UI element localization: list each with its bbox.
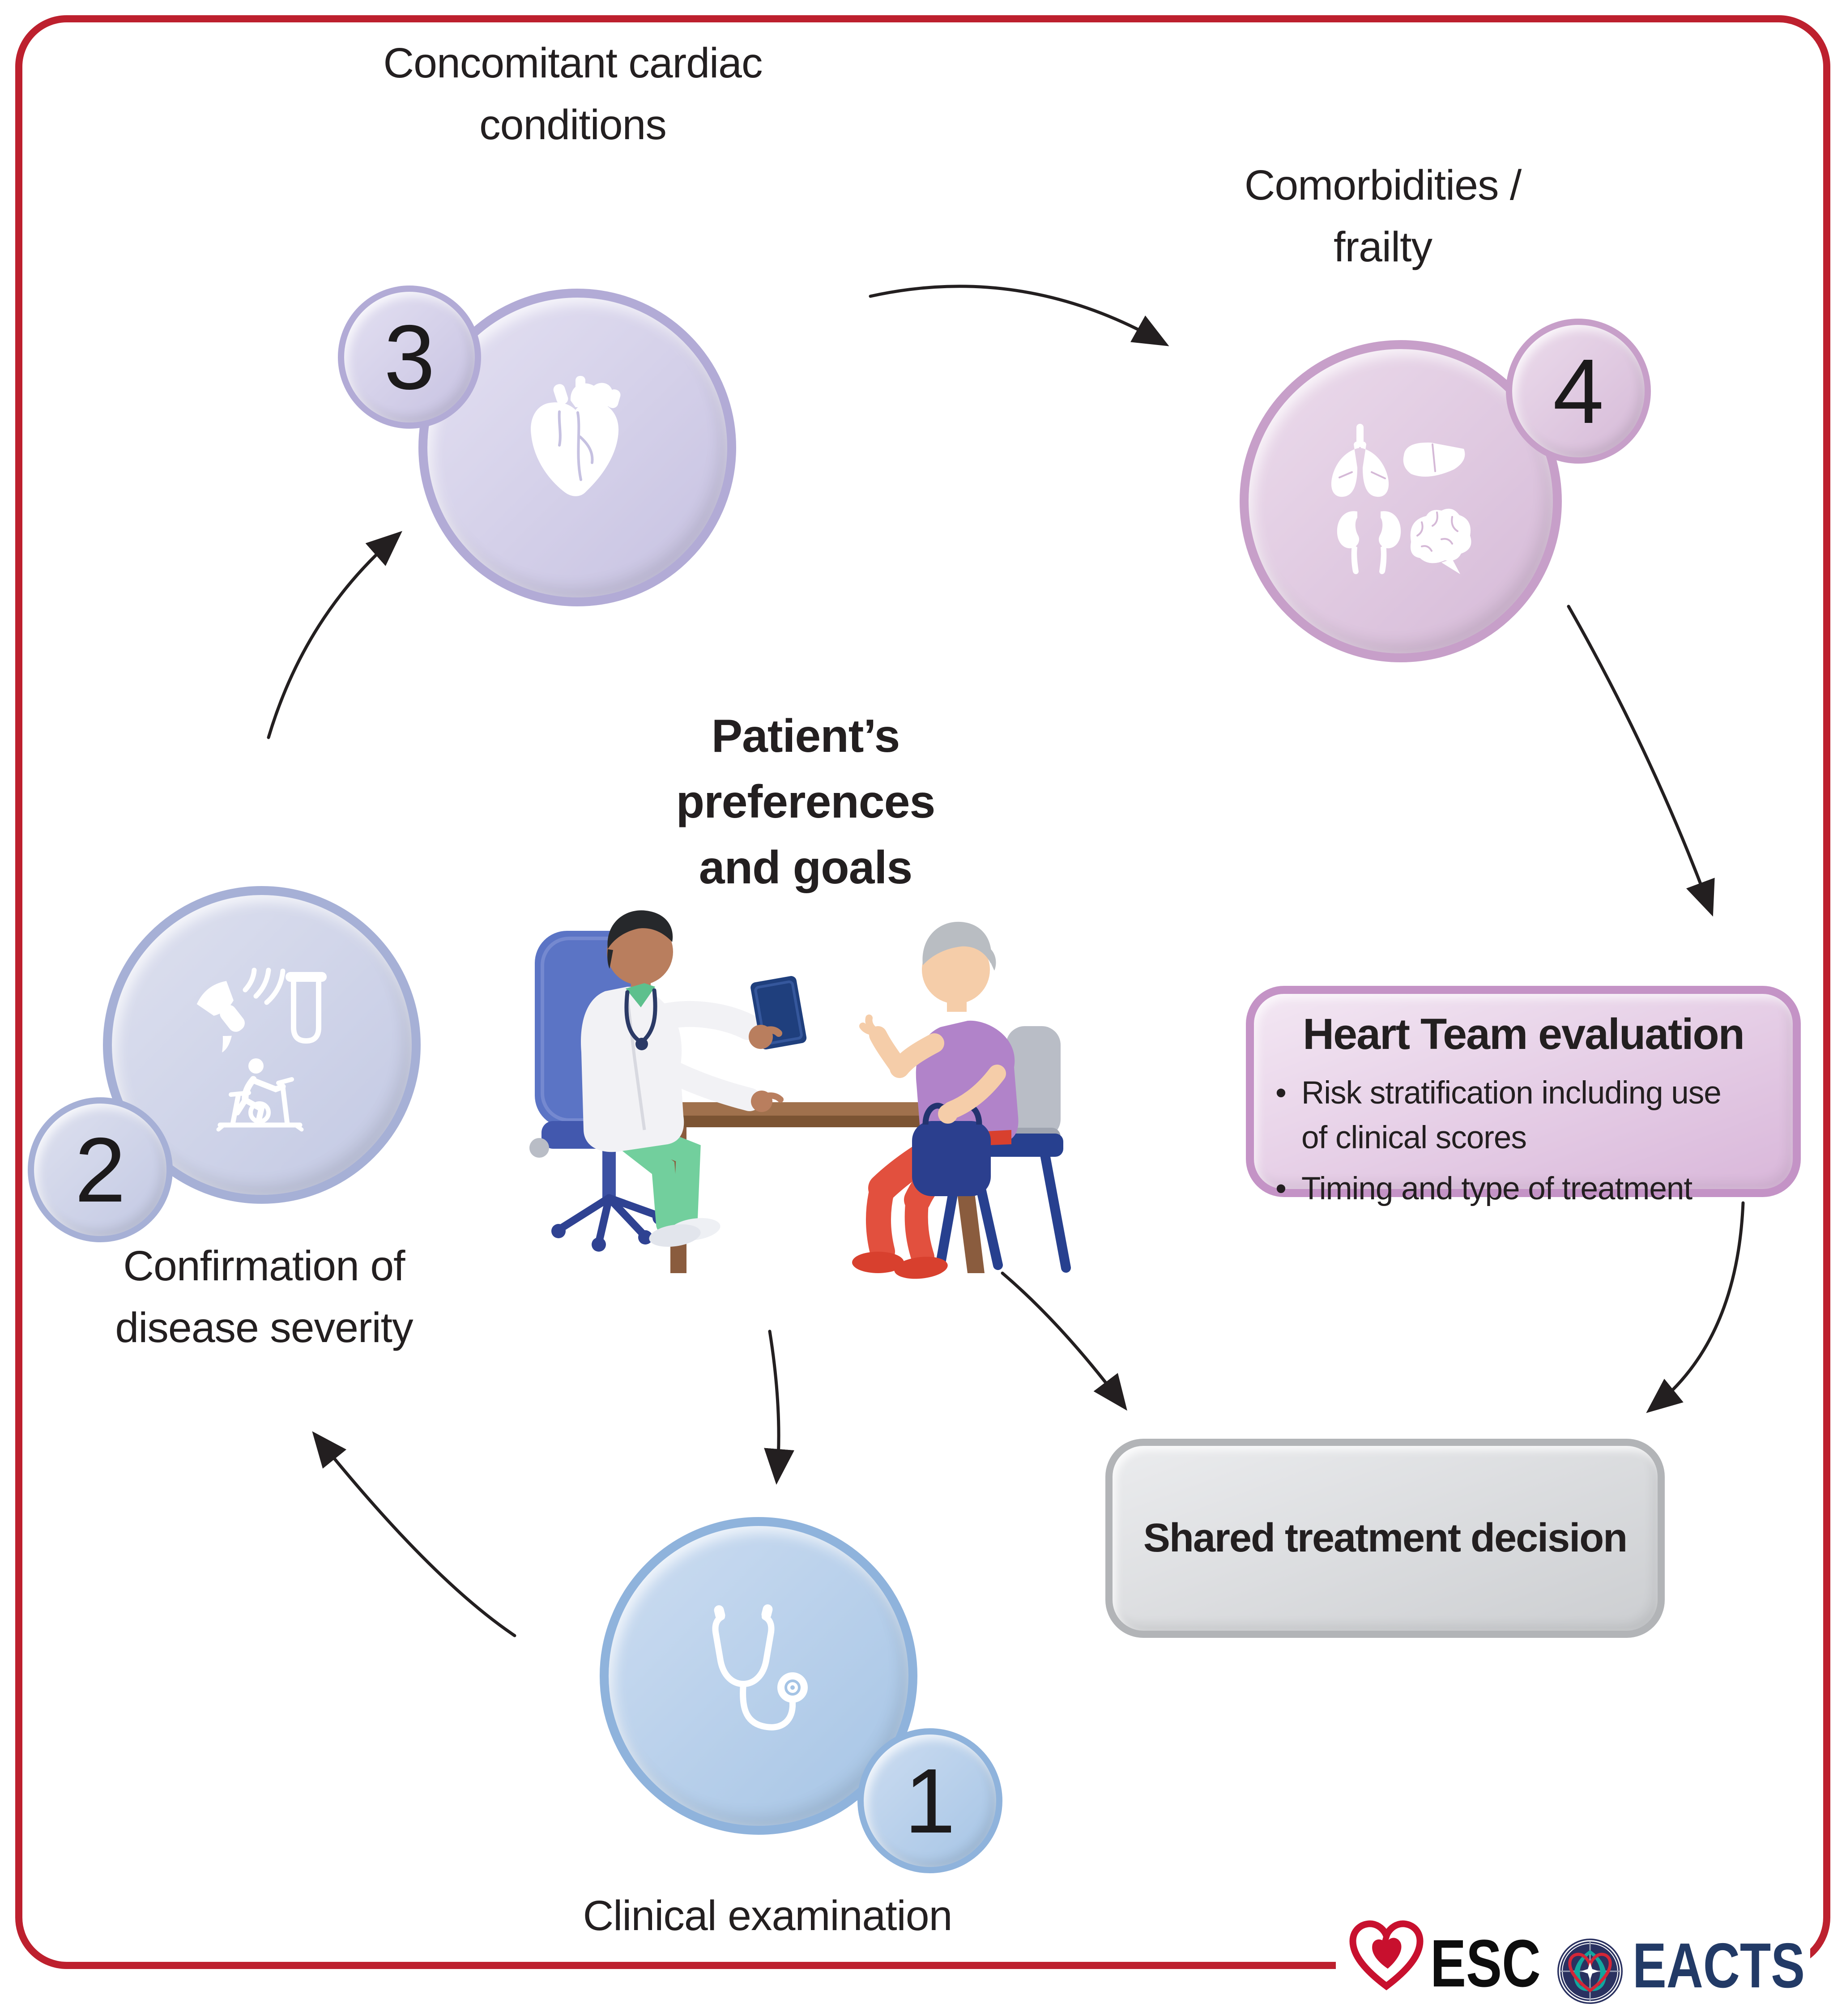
step1-number: 1 [904, 1749, 955, 1852]
esc-logo-text: ESC [1430, 1926, 1541, 2001]
esc-heart-icon [1349, 1920, 1424, 1990]
heart-team-box: Heart Team evaluation • Risk stratificat… [1246, 986, 1801, 1206]
arrow-center-to-step1 [764, 1330, 794, 1485]
shared-decision-box: Shared treatment decision [1105, 1439, 1665, 1638]
step2-number: 2 [74, 1118, 126, 1221]
step1-badge: 1 [857, 1728, 1002, 1873]
arrow-step4-to-heart-team [1567, 605, 1715, 917]
step3-label: Concomitant cardiac conditions [383, 39, 763, 149]
shared-decision-label: Shared treatment decision [1143, 1516, 1628, 1560]
organs-icons [1331, 424, 1471, 574]
eacts-emblem-icon [1557, 1939, 1623, 2004]
anatomical-heart-icon [531, 376, 621, 496]
step4-number: 4 [1552, 340, 1604, 443]
heart-team-bullet-1: • Risk stratification including use of c… [1275, 1075, 1722, 1155]
arrow-step1-to-step2 [312, 1431, 516, 1637]
center-title: Patient’s preferences and goals [676, 710, 936, 894]
step4-badge: 4 [1506, 319, 1651, 464]
arrow-step2-to-step3 [267, 531, 402, 739]
step3-number: 3 [384, 306, 435, 409]
ultrasound-labs-bike-icons [196, 968, 327, 1132]
heart-team-bullet-2: • Timing and type of treatment [1275, 1171, 1693, 1206]
step1-label: Clinical examination [583, 1892, 953, 1939]
step4-label: Comorbidities / frailty [1244, 162, 1522, 271]
heart-team-title: Heart Team evaluation [1303, 1010, 1745, 1058]
step3-badge: 3 [338, 286, 481, 429]
stethoscope-icon [712, 1604, 808, 1730]
step2-label: Confirmation of disease severity [115, 1242, 413, 1351]
eacts-logo-text: EACTS [1633, 1930, 1805, 2001]
doctor-patient-illustration [529, 910, 1071, 1279]
step2-badge: 2 [28, 1097, 173, 1242]
arrow-step3-to-step4 [869, 285, 1169, 346]
arrow-heart-team-to-decision [1646, 1201, 1745, 1413]
arrow-center-to-decision [1001, 1271, 1127, 1411]
